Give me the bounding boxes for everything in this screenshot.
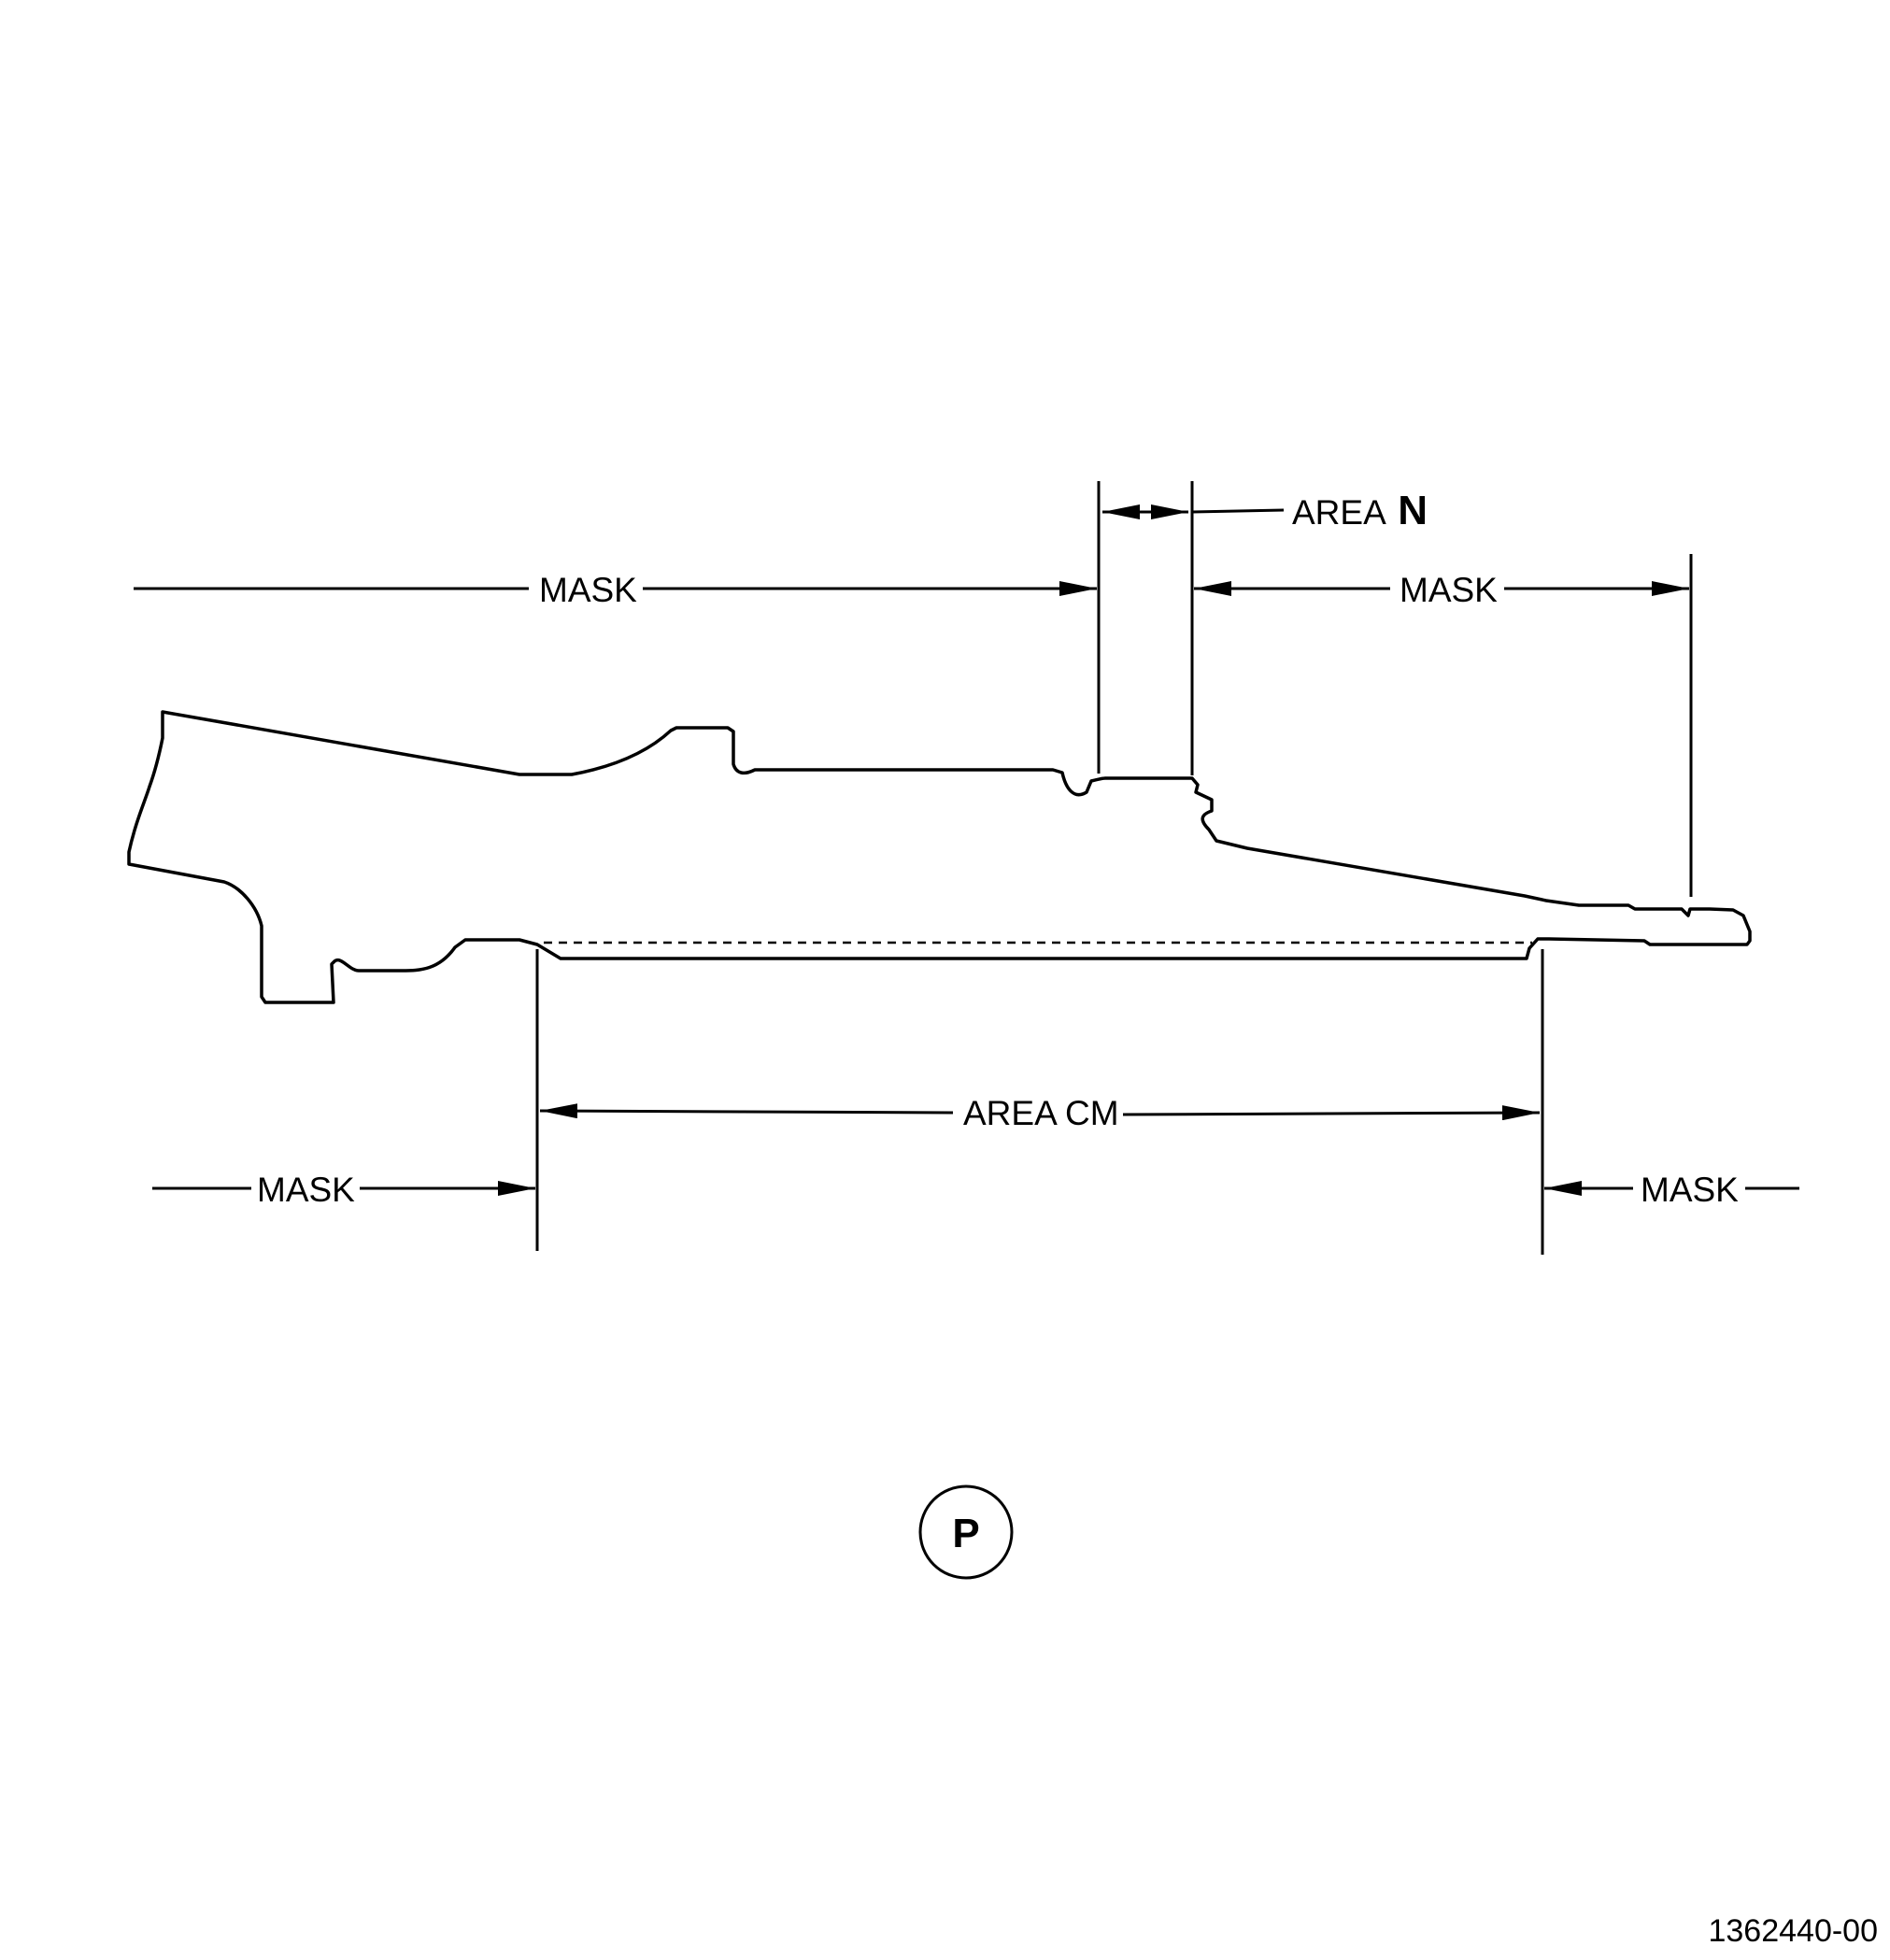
area-n-dimension	[1102, 504, 1285, 519]
part-profile	[127, 710, 1752, 1004]
area-cm-label: AREA CM	[963, 1094, 1119, 1132]
view-indicator: P	[918, 1484, 1014, 1580]
area-cm-dimension	[539, 1103, 1541, 1121]
view-indicator-letter: P	[952, 1511, 979, 1556]
area-n-label: AREA N	[1292, 488, 1428, 533]
figure-number: 1362440-00	[1708, 1913, 1878, 1949]
mask-lower-left-label: MASK	[257, 1171, 355, 1209]
extension-lines	[535, 481, 1693, 1255]
mask-lower-right-label: MASK	[1641, 1171, 1739, 1209]
mask-upper-right-label: MASK	[1400, 571, 1498, 609]
mask-upper-left-label: MASK	[539, 571, 637, 609]
